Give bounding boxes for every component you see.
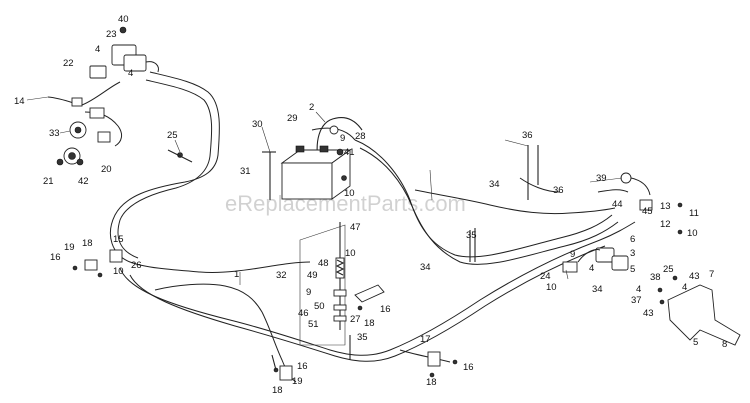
- callout-21: 21: [43, 176, 54, 187]
- leader-lines: [26, 96, 623, 355]
- callout-13: 13: [660, 201, 671, 212]
- callout-27: 27: [350, 314, 361, 325]
- callout-43: 43: [689, 271, 700, 282]
- callout-6: 6: [630, 234, 635, 245]
- callout-19: 19: [64, 242, 75, 253]
- callout-34: 34: [489, 179, 500, 190]
- callout-18: 18: [272, 385, 283, 396]
- battery-cable: [316, 117, 363, 161]
- center-spring-bracket: [299, 222, 385, 360]
- callout-5: 5: [693, 337, 698, 348]
- callout-3: 3: [630, 248, 635, 259]
- callout-40: 40: [118, 14, 129, 25]
- callout-11: 11: [689, 208, 699, 219]
- callout-16: 16: [50, 252, 61, 263]
- callout-4: 4: [636, 284, 641, 295]
- callout-14: 14: [14, 96, 25, 107]
- callout-10: 10: [687, 228, 698, 239]
- left-clip-brackets: [72, 249, 458, 381]
- callout-28: 28: [355, 131, 366, 142]
- callout-9: 9: [570, 249, 575, 260]
- callout-33: 33: [49, 128, 60, 139]
- callout-31: 31: [240, 166, 251, 177]
- callout-10: 10: [345, 248, 356, 259]
- callout-35: 35: [466, 230, 477, 241]
- callout-12: 12: [660, 219, 671, 230]
- callout-44: 44: [612, 199, 623, 210]
- callout-37: 37: [631, 295, 642, 306]
- callout-4: 4: [682, 282, 687, 293]
- callout-4: 4: [95, 44, 100, 55]
- callout-9: 9: [306, 287, 311, 298]
- callout-32: 32: [276, 270, 287, 281]
- main-wire-harness: [110, 71, 636, 383]
- callout-8: 8: [722, 339, 727, 350]
- callout-45: 45: [642, 206, 653, 217]
- callout-42: 42: [78, 176, 89, 187]
- callout-10: 10: [344, 188, 355, 199]
- callout-36: 36: [522, 130, 533, 141]
- upper-harness: [311, 127, 629, 265]
- battery-assembly: [167, 125, 352, 200]
- callout-9: 9: [340, 133, 345, 144]
- callout-5: 5: [630, 264, 635, 275]
- callout-18: 18: [426, 377, 437, 388]
- callout-16: 16: [380, 304, 391, 315]
- callout-26: 26: [131, 260, 142, 271]
- callout-36: 36: [553, 185, 564, 196]
- callout-10: 10: [113, 266, 124, 277]
- callout-41: 41: [344, 147, 355, 158]
- callout-19: 19: [292, 376, 303, 387]
- callout-25: 25: [167, 130, 178, 141]
- callout-46: 46: [298, 308, 309, 319]
- callout-38: 38: [650, 272, 661, 283]
- callout-43: 43: [643, 308, 654, 319]
- callout-34: 34: [592, 284, 603, 295]
- callout-4: 4: [128, 68, 133, 79]
- callout-29: 29: [287, 113, 298, 124]
- callout-20: 20: [101, 164, 112, 175]
- callout-50: 50: [314, 301, 325, 312]
- callout-35: 35: [357, 332, 368, 343]
- right-side-components: [469, 145, 741, 346]
- watermark-text: eReplacementParts.com: [225, 191, 466, 216]
- callout-24: 24: [540, 271, 551, 282]
- callout-51: 51: [308, 319, 319, 330]
- callout-23: 23: [106, 29, 117, 40]
- callout-labels: 40 23 4 4 22 14 33 20 21 42 25 30 29 31 …: [14, 14, 727, 396]
- callout-16: 16: [463, 362, 474, 373]
- callout-2: 2: [309, 102, 314, 113]
- ignition-module-cluster: [47, 26, 159, 166]
- callout-15: 15: [113, 234, 124, 245]
- callout-39: 39: [596, 173, 607, 184]
- callout-17: 17: [420, 334, 431, 345]
- callout-49: 49: [307, 270, 318, 281]
- callout-34: 34: [420, 262, 431, 273]
- callout-48: 48: [318, 258, 329, 269]
- callout-18: 18: [82, 238, 93, 249]
- callout-18: 18: [364, 318, 375, 329]
- callout-47: 47: [350, 222, 361, 233]
- callout-22: 22: [63, 58, 74, 69]
- callout-25: 25: [663, 264, 674, 275]
- callout-7: 7: [709, 269, 714, 280]
- callout-1: 1: [234, 269, 239, 280]
- callout-10: 10: [546, 282, 557, 293]
- callout-4: 4: [589, 263, 594, 274]
- callout-30: 30: [252, 119, 263, 130]
- callout-16: 16: [297, 361, 308, 372]
